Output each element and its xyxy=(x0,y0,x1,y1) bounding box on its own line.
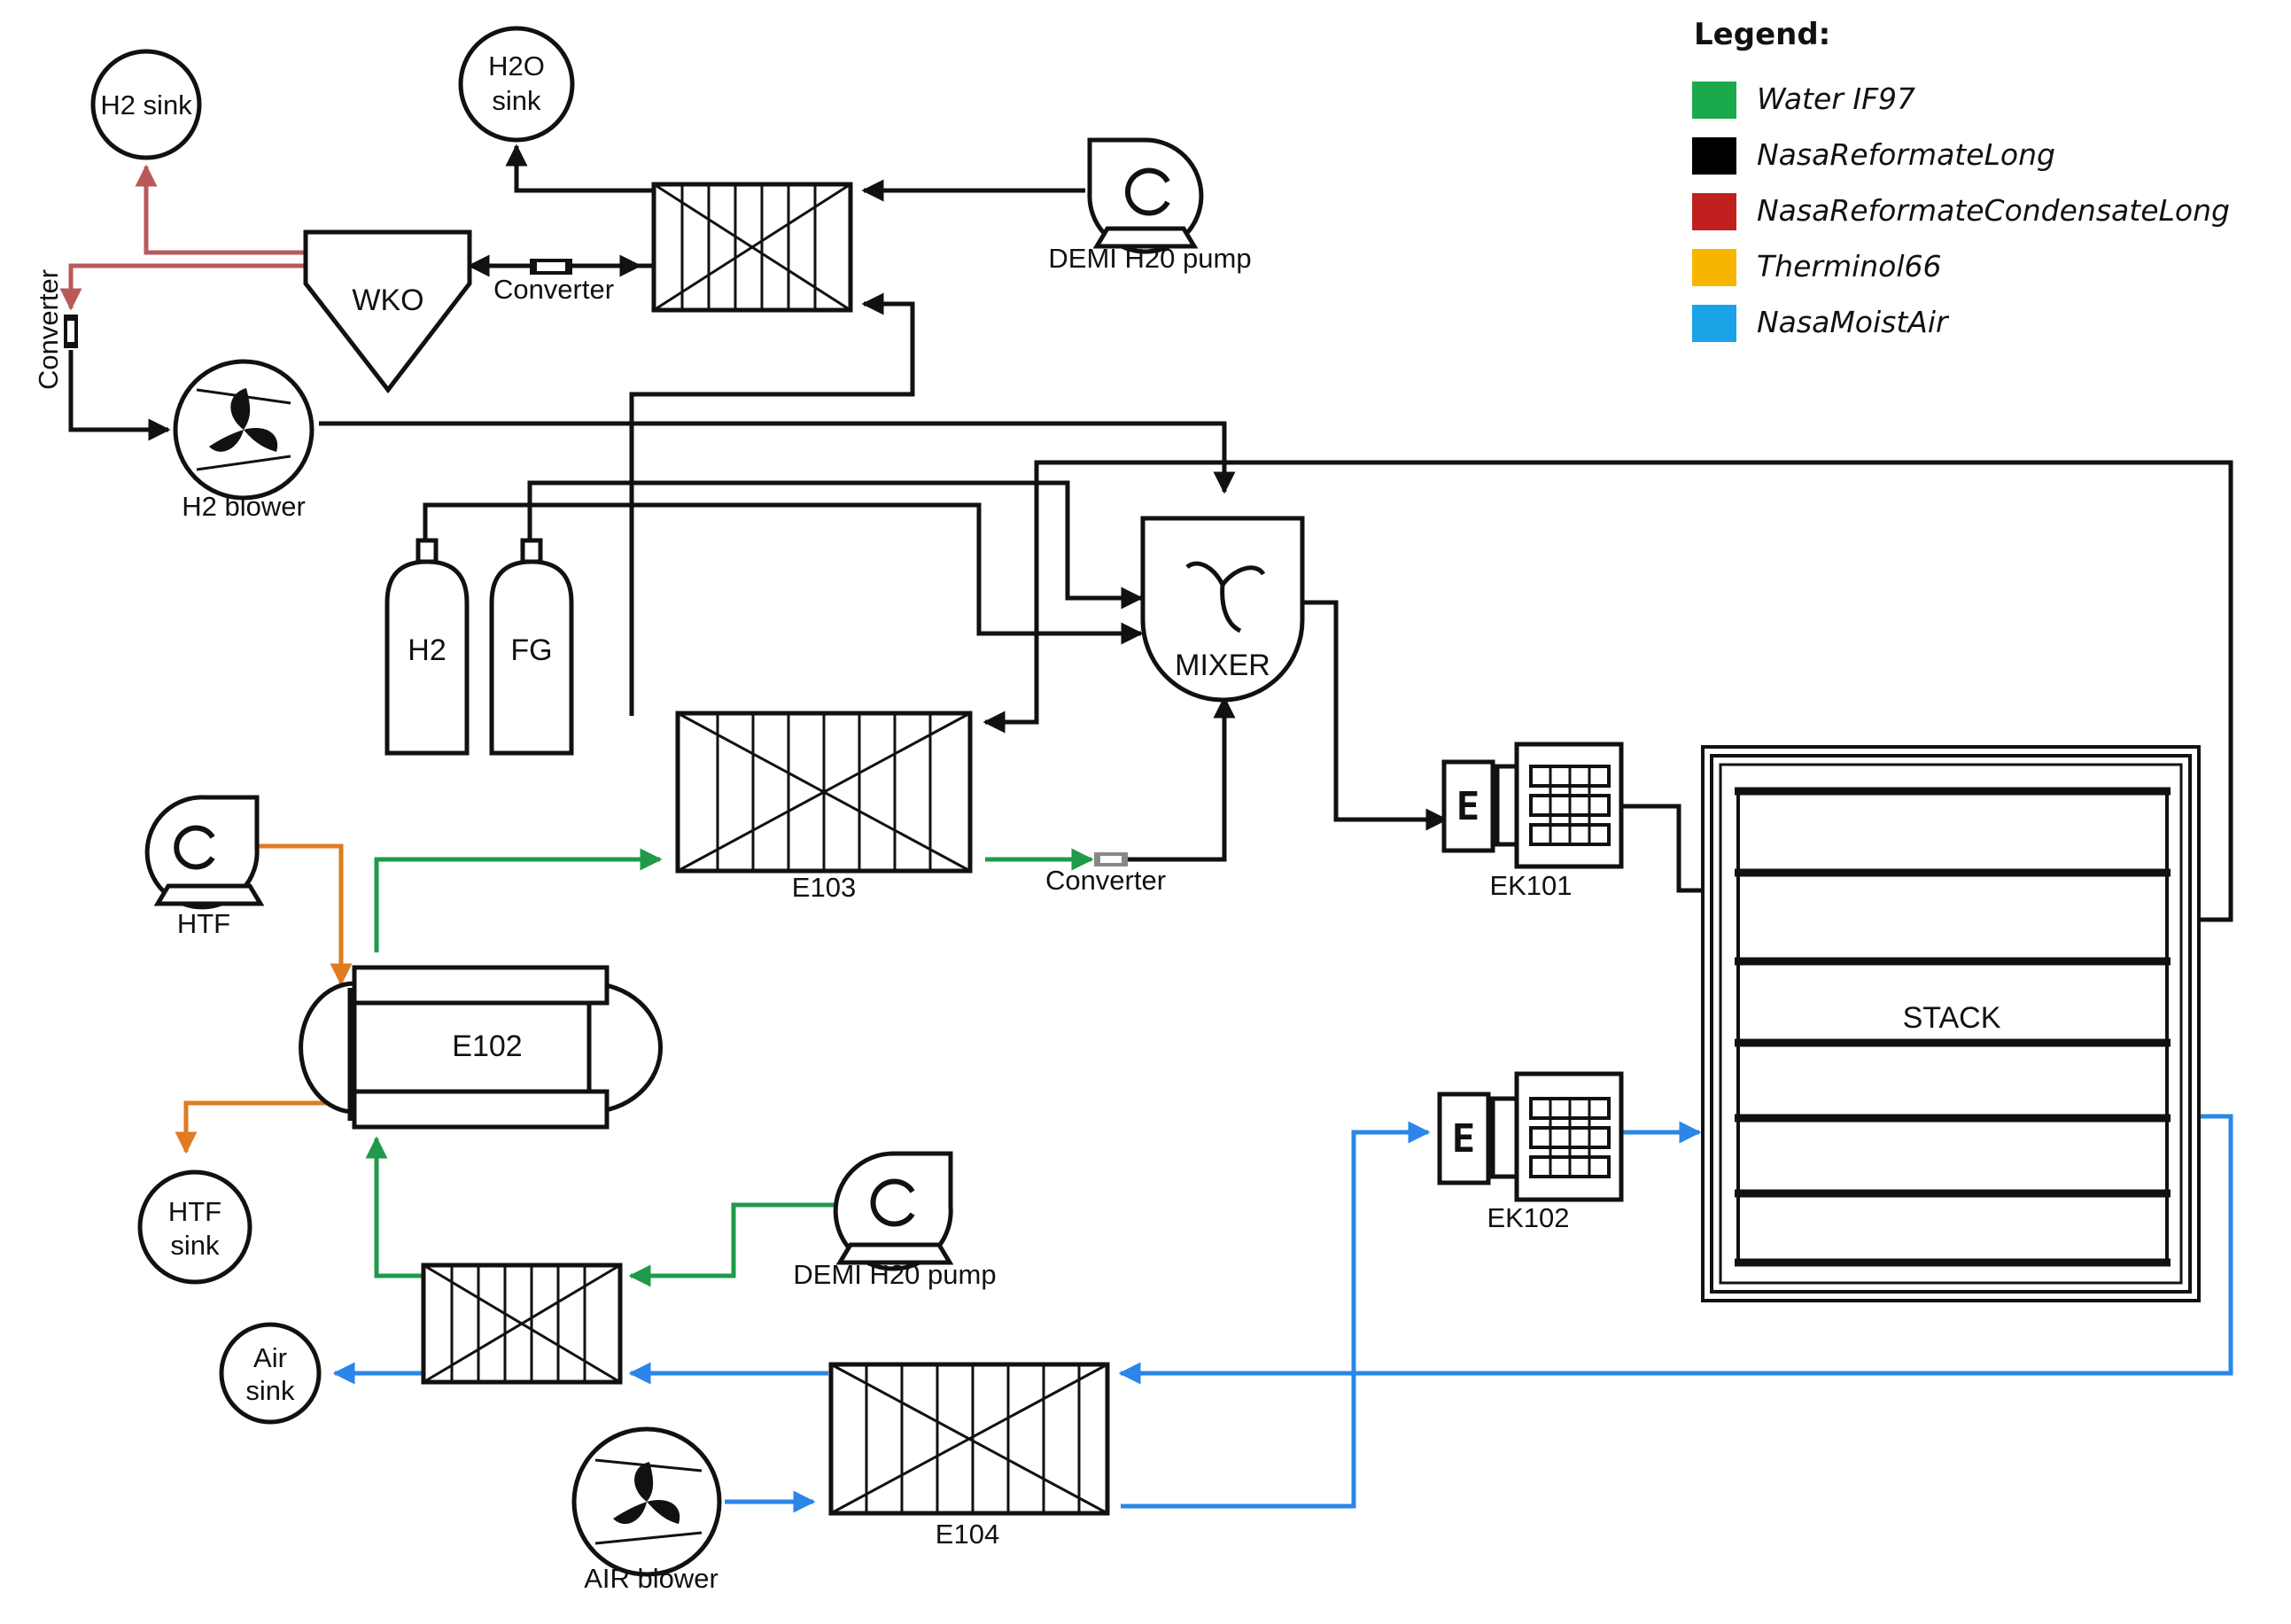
e105-heat-exchanger xyxy=(421,1263,623,1385)
legend-label: Water IF97 xyxy=(1757,82,1915,116)
ek101-heater: E EK101 xyxy=(1441,742,1624,901)
air-sink-label-line2: sink xyxy=(245,1375,295,1406)
e103-label: E103 xyxy=(792,872,856,903)
stack-label: STACK xyxy=(1903,1001,2001,1035)
legend-item-moist-air: NasaMoistAir xyxy=(1692,305,1950,342)
orange-flow-lines xyxy=(175,843,353,1154)
pipe-e105-to-e102 xyxy=(365,1136,423,1278)
ek102-heater: E EK102 xyxy=(1437,1071,1624,1233)
legend-swatch xyxy=(1692,137,1736,175)
converter-e103: Converter xyxy=(1045,852,1166,896)
e103-heat-exchanger: E103 xyxy=(675,711,973,903)
wko-vessel: WKO xyxy=(303,229,472,394)
legend-title: Legend: xyxy=(1694,17,1830,52)
pipe-h2-tank-to-mixer xyxy=(423,502,1144,645)
legend-swatch xyxy=(1692,193,1736,230)
h2-tank: H2 xyxy=(384,538,470,756)
htf-sink: HTF sink xyxy=(137,1169,252,1285)
pipe-e102-to-htf-sink xyxy=(175,1100,341,1154)
blue-flow-lines xyxy=(332,1114,2233,1513)
demi-pump-bottom: DEMI H20 pump xyxy=(793,1151,997,1290)
mixer-label: MIXER xyxy=(1175,649,1270,682)
pipe-mixer-to-ek101 xyxy=(1302,600,1448,831)
e102-label: E102 xyxy=(452,1030,522,1063)
demi-pump-top-label: DEMI H20 pump xyxy=(1048,243,1251,274)
fg-tank: FG xyxy=(489,538,574,756)
legend-item-reformate: NasaReformateLong xyxy=(1692,137,2055,175)
green-flow-lines xyxy=(365,848,1094,1287)
red-flow-lines xyxy=(59,164,306,311)
pipe-e102-to-e103 xyxy=(374,848,663,952)
converter-left: Converter xyxy=(33,269,78,390)
converter-wko-label: Converter xyxy=(493,274,614,305)
wko-label: WKO xyxy=(352,284,423,317)
pipe-e103-to-cooler xyxy=(629,292,915,716)
legend-item-water: Water IF97 xyxy=(1692,82,1915,119)
pipe-h2-blower-to-mixer xyxy=(319,421,1236,494)
pipe-fg-tank-to-mixer xyxy=(527,480,1144,610)
ek102-e-symbol: E xyxy=(1452,1116,1476,1162)
e104-heat-exchanger: E104 xyxy=(828,1362,1110,1550)
pipe-wko-to-converter xyxy=(59,263,306,311)
fg-tank-label: FG xyxy=(510,633,552,667)
pipe-converter-to-h2-blower xyxy=(68,350,171,441)
demi-pump-top: DEMI H20 pump xyxy=(1048,137,1252,274)
h2-sink: H2 sink xyxy=(90,49,202,160)
pipe-demi-pump-to-e105 xyxy=(628,1202,846,1287)
e102-heat-exchanger: E102 xyxy=(299,965,664,1130)
htf-sink-label-line2: sink xyxy=(170,1230,220,1261)
legend-label: Therminol66 xyxy=(1757,249,1942,284)
ek101-label: EK101 xyxy=(1489,870,1572,901)
pipe-stack-to-e103 xyxy=(982,460,2233,922)
pipe-cooler-to-h2o-sink xyxy=(505,144,654,193)
legend: Legend: Water IF97 NasaReformateLong Nas… xyxy=(1692,17,2230,342)
h2o-sink-label-line1: H2O xyxy=(488,51,545,82)
legend-label: NasaMoistAir xyxy=(1757,305,1950,339)
pipe-wko-to-h2-sink xyxy=(135,164,306,255)
legend-swatch xyxy=(1692,82,1736,119)
pipe-htf-to-e102 xyxy=(246,843,353,986)
pipe-e104-to-ek102 xyxy=(1121,1121,1431,1509)
e104-label: E104 xyxy=(936,1519,999,1550)
pipe-stack-to-e104 xyxy=(1118,1114,2233,1385)
converter-wko: Converter xyxy=(493,259,614,305)
mixer: MIXER xyxy=(1140,516,1305,703)
legend-label: NasaReformateLong xyxy=(1757,137,2055,172)
pipe-e103-to-mixer xyxy=(1125,695,1236,862)
air-blower: AIR blower xyxy=(571,1426,722,1594)
h2o-sink: H2O sink xyxy=(458,26,575,143)
black-flow-lines xyxy=(68,144,2233,922)
demi-pump-bottom-label: DEMI H20 pump xyxy=(793,1259,996,1290)
ek101-e-symbol: E xyxy=(1456,784,1480,829)
fuel-cell-stack: STACK xyxy=(1701,745,2201,1302)
legend-swatch xyxy=(1692,249,1736,286)
h2o-sink-label-line2: sink xyxy=(492,85,541,116)
legend-swatch xyxy=(1692,305,1736,342)
cooler-heat-exchanger xyxy=(651,182,853,313)
air-sink-label-line1: Air xyxy=(253,1342,287,1373)
legend-item-therminol: Therminol66 xyxy=(1692,249,1942,286)
h2-blower: H2 blower xyxy=(173,359,315,522)
air-sink: Air sink xyxy=(219,1322,322,1425)
legend-item-reformate-condensate: NasaReformateCondensateLong xyxy=(1692,193,2230,230)
htf-sink-label-line1: HTF xyxy=(168,1196,221,1227)
legend-label: NasaReformateCondensateLong xyxy=(1757,193,2230,228)
htf-pump-label: HTF xyxy=(177,908,230,939)
h2-sink-label: H2 sink xyxy=(100,89,192,120)
htf-pump: HTF xyxy=(144,795,265,939)
air-blower-label: AIR blower xyxy=(584,1563,718,1594)
h2-blower-label: H2 blower xyxy=(182,491,306,522)
converter-e103-label: Converter xyxy=(1045,865,1166,896)
h2-tank-label: H2 xyxy=(408,633,446,667)
ek102-label: EK102 xyxy=(1487,1202,1569,1233)
converter-left-label: Converter xyxy=(33,269,64,390)
